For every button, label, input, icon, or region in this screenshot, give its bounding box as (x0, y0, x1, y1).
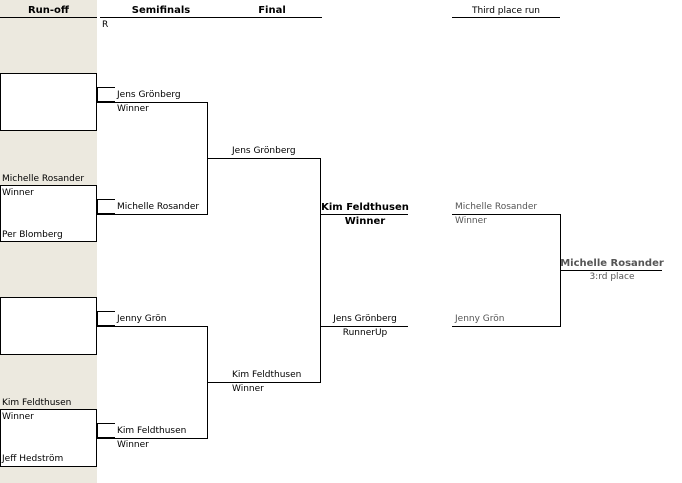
runoff2-result: Winner (2, 412, 34, 422)
semi-player-4: Kim Feldthusen (117, 426, 187, 436)
final-header: Final (258, 5, 286, 16)
marker-label: R (102, 20, 109, 30)
semi-player-4-result: Winner (117, 440, 149, 450)
third-place-header: Third place run (471, 6, 540, 16)
runner-up-name: Jens Grönberg (333, 314, 397, 324)
semi-connector-box-4 (97, 423, 115, 438)
final-line-1 (207, 158, 320, 159)
semi-player-2: Michelle Rosander (117, 202, 200, 212)
champion-line (320, 214, 408, 215)
semi-connector-box-2 (97, 199, 115, 214)
third-player-1: Michelle Rosander (455, 202, 538, 212)
runoff-header: Run-off (27, 5, 70, 16)
third-place-label: 3:rd place (589, 272, 635, 282)
semi-player-1-result: Winner (117, 104, 149, 114)
semi-line-1 (97, 102, 208, 103)
runoff1-result: Winner (2, 188, 34, 198)
runoff-empty-box-2 (0, 297, 97, 355)
main-header-underline (100, 17, 322, 18)
final-player-1: Jens Grönberg (232, 146, 296, 156)
semifinals-header: Semifinals (131, 5, 191, 16)
third-player-2: Jenny Grön (455, 314, 505, 324)
runoff1-top-player: Michelle Rosander (2, 174, 85, 184)
third-line-1 (452, 214, 560, 215)
semi-connector-box-3 (97, 311, 115, 326)
third-line-2 (452, 326, 560, 327)
semi-line-3 (97, 326, 208, 327)
runoff-match-box-2 (0, 409, 97, 467)
champion-name: Kim Feldthusen (321, 202, 409, 213)
third-place-header-underline (452, 17, 560, 18)
third-player-1-result: Winner (455, 216, 487, 226)
final-player-2-result: Winner (232, 384, 264, 394)
final-join (320, 158, 321, 383)
third-place-winner: Michelle Rosander (560, 258, 664, 269)
third-winner-line (560, 270, 662, 271)
runoff-header-underline (0, 17, 97, 18)
final-player-2: Kim Feldthusen (232, 370, 302, 380)
champion-label: Winner (344, 216, 386, 227)
runoff1-bottom-player: Per Blomberg (2, 230, 63, 240)
runoff2-bottom-player: Jeff Hedström (2, 454, 64, 464)
runner-up-label: RunnerUp (342, 328, 388, 338)
runoff-match-box-1 (0, 185, 97, 242)
semi-line-4 (97, 438, 208, 439)
runner-up-line (320, 326, 408, 327)
semi-player-1: Jens Grönberg (117, 90, 181, 100)
runoff-empty-box-1 (0, 73, 97, 131)
final-line-2 (207, 382, 320, 383)
semi-line-2 (97, 214, 208, 215)
runoff2-top-player: Kim Feldthusen (2, 398, 72, 408)
semi-connector-box-1 (97, 87, 115, 102)
semi-player-3: Jenny Grön (117, 314, 167, 324)
